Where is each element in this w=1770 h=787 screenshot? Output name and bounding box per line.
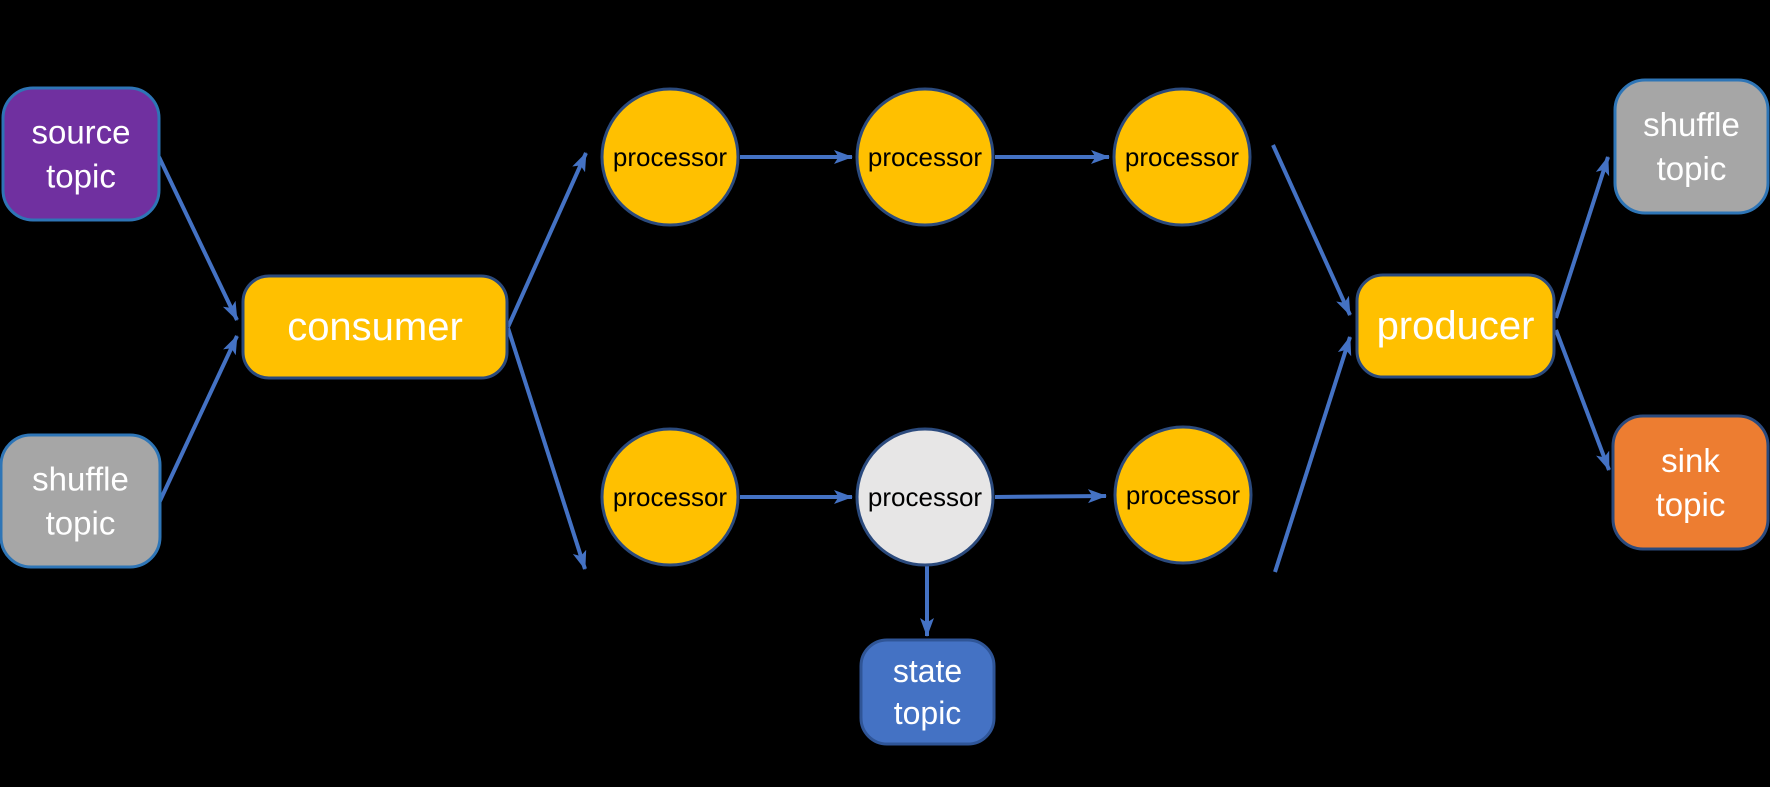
edge-bottom-row-to-producer — [1273, 336, 1352, 573]
source-topic-shape — [1, 86, 161, 222]
edge-producer-to-shuffle-topic — [1554, 156, 1610, 319]
node-processor-bottom-3: processor — [1113, 425, 1253, 565]
node-processor-top-3: processor — [1112, 87, 1252, 227]
shuffle-topic-right-shape — [1613, 78, 1770, 215]
node-processor-bottom-1: processor — [600, 427, 740, 567]
processor-bottom-2-shape — [855, 427, 995, 567]
processor-top-2-shape — [855, 87, 995, 227]
edge-top-row-to-producer — [1271, 144, 1352, 316]
edge-consumer-to-bottom-row — [506, 327, 587, 570]
node-processor-bottom-2: processor — [855, 427, 995, 567]
consumer-shape — [241, 274, 509, 380]
processor-bottom-1-shape — [600, 427, 740, 567]
node-processor-top-1: processor — [600, 87, 740, 227]
processor-top-1-shape — [600, 87, 740, 227]
edge-layer — [157, 144, 1611, 637]
sink-topic-shape — [1611, 414, 1770, 551]
node-processor-top-2: processor — [855, 87, 995, 227]
producer-shape — [1355, 273, 1556, 379]
edge-producer-to-sink-topic — [1554, 329, 1611, 471]
edge-consumer-to-top-row — [506, 152, 588, 328]
processor-top-3-shape — [1112, 87, 1252, 227]
edge-shuffle-topic-left-to-consumer — [157, 335, 239, 504]
node-producer: producer — [1355, 273, 1556, 379]
edge-source-topic-to-consumer — [157, 156, 239, 321]
processor-bottom-3-shape — [1113, 425, 1253, 565]
node-consumer: consumer — [241, 274, 509, 380]
edge-processor-bottom-2-to-3 — [994, 489, 1107, 504]
state-topic-shape — [859, 638, 996, 746]
shuffle-topic-left-shape — [0, 433, 162, 569]
